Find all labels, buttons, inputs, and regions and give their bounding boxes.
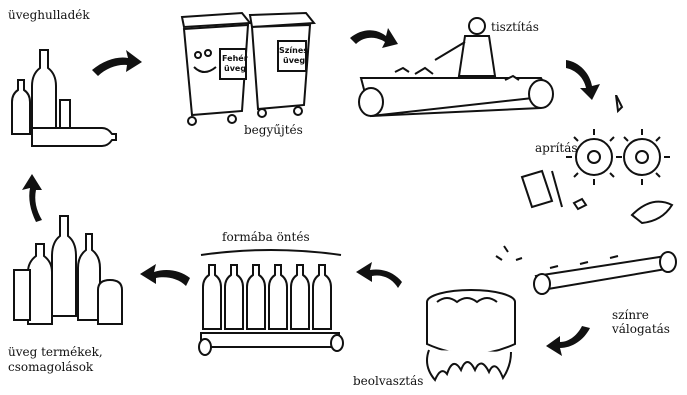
glass-waste-illustration bbox=[10, 40, 120, 160]
melting-furnace-illustration bbox=[415, 280, 525, 385]
bin-left-text-2: üveg bbox=[224, 64, 246, 73]
bin-right-text-1: Színes bbox=[279, 46, 308, 55]
arrow-icon bbox=[546, 326, 590, 356]
molding-line-illustration bbox=[195, 245, 345, 360]
crushing-gears-illustration bbox=[512, 95, 687, 245]
recycling-bins-illustration: Fehér üveg Színes üveg bbox=[170, 5, 320, 130]
arrow-icon bbox=[356, 262, 402, 288]
bin-left-text-1: Fehér bbox=[222, 53, 248, 63]
arrow-icon bbox=[566, 60, 600, 100]
arrow-icon bbox=[140, 264, 190, 286]
bin-right-text-2: üveg bbox=[283, 56, 305, 65]
glass-products-illustration bbox=[8, 210, 133, 335]
